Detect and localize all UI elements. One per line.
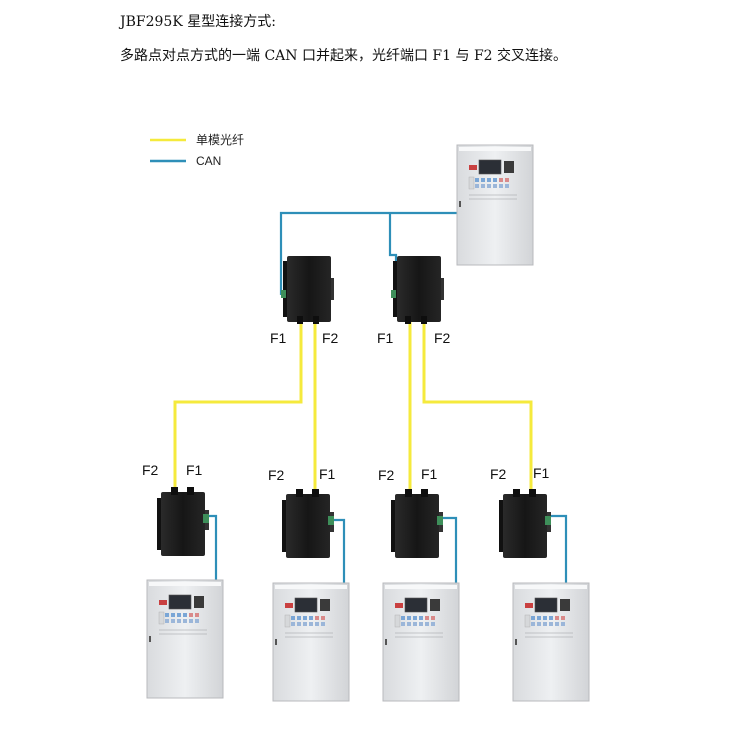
can-line-3 <box>437 516 458 583</box>
converter-bottom-1 <box>157 487 209 556</box>
bottom-port-labels: F2 F1 F2 F1 F2 F1 F2 F1 <box>142 462 550 483</box>
fiber-b-f2 <box>422 321 533 490</box>
top-port-labels: F1 F2 F1 F2 <box>270 330 451 346</box>
control-panel-bottom-3 <box>382 582 460 702</box>
converter-top-right <box>391 256 444 324</box>
legend: 单模光纤 CAN <box>150 133 244 168</box>
can-line-2 <box>330 518 346 583</box>
port-label-f1: F1 <box>319 466 336 482</box>
port-label-f2: F2 <box>322 330 339 346</box>
control-panel-bottom-2 <box>272 582 350 702</box>
port-label-f1: F1 <box>421 466 438 482</box>
port-label-f2: F2 <box>490 466 507 482</box>
control-panel-bottom-4 <box>512 582 590 702</box>
converter-bottom-4 <box>499 489 551 558</box>
port-label-f1: F1 <box>186 462 203 478</box>
port-label-f2: F2 <box>142 462 159 478</box>
converter-bottom-3 <box>391 489 443 558</box>
port-label-f2: F2 <box>268 467 285 483</box>
diagram-description: 多路点对点方式的一端 CAN 口并起来，光纤端口 F1 与 F2 交叉连接。 <box>120 48 568 64</box>
port-label-f2: F2 <box>434 330 451 346</box>
legend-can-label: CAN <box>196 154 221 168</box>
diagram-heading: JBF295K 星型连接方式: <box>120 14 276 30</box>
port-label-f2: F2 <box>378 467 395 483</box>
legend-fiber-label: 单模光纤 <box>196 133 244 147</box>
port-label-f1: F1 <box>533 465 550 481</box>
control-panel-bottom-1 <box>146 579 224 699</box>
can-bus-main <box>279 211 457 295</box>
can-lines <box>205 211 568 583</box>
fiber-lines <box>173 321 533 490</box>
port-label-f1: F1 <box>270 330 287 346</box>
can-line-4 <box>547 514 568 583</box>
control-panel-top <box>456 144 534 266</box>
fiber-a-f1 <box>173 321 303 490</box>
converter-bottom-2 <box>282 489 334 558</box>
port-label-f1: F1 <box>377 330 394 346</box>
converter-top-left <box>281 256 334 324</box>
